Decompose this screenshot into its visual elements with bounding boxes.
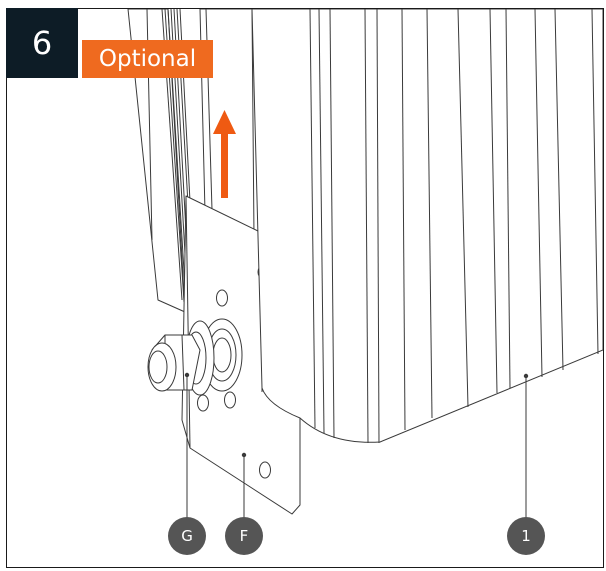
- anchor-dot-f: [241, 452, 247, 458]
- radiator-panel: [251, 9, 603, 444]
- callout-g: G: [168, 517, 206, 555]
- callout-1: 1: [507, 517, 545, 555]
- anchor-dot-1: [523, 373, 529, 379]
- callout-f: F: [225, 517, 263, 555]
- optional-tag: Optional: [82, 40, 213, 78]
- bolt-assembly-g: [147, 318, 243, 396]
- arrow-up-icon: [213, 110, 236, 198]
- step-number-badge: 6: [6, 8, 78, 78]
- leader-lines: [186, 375, 527, 520]
- anchor-dot-g: [184, 372, 190, 378]
